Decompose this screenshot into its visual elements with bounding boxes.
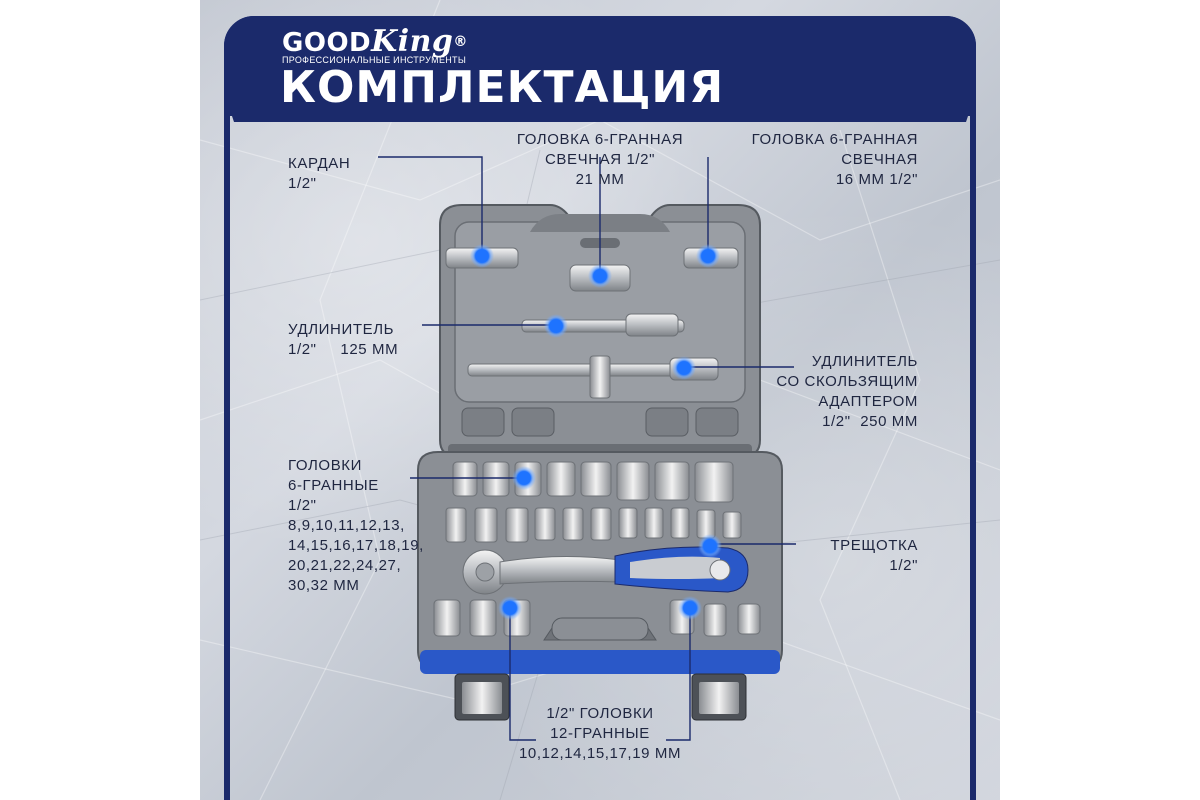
page-title: КОМПЛЕКТАЦИЯ: [280, 62, 725, 113]
marker-ratchet: [698, 534, 722, 558]
marker-sockets12-b: [678, 596, 702, 620]
callout-ext125-line-1: УДЛИНИТЕЛЬ: [288, 321, 395, 338]
header-tab: [230, 110, 970, 122]
callout-kardan-line-1: КАРДАН: [288, 155, 351, 172]
brand-mark: ®: [453, 34, 468, 50]
marker-socket16: [696, 244, 720, 268]
callout-socket21: ГОЛОВКА 6-ГРАННАЯ СВЕЧНАЯ 1/2" 21 ММ: [502, 130, 698, 190]
callout-sockets6-line-5: 14,15,16,17,18,19,: [288, 537, 424, 554]
callout-sockets12-line-2: 12-ГРАННЫЕ: [550, 725, 650, 742]
tool-case-illustration: [378, 156, 796, 741]
ratchet-handle: [462, 546, 749, 595]
brand-logo: GOODKing® ПРОФЕССИОНАЛЬНЫЕ ИНСТРУМЕНТЫ: [282, 27, 468, 66]
marker-ext125: [544, 314, 568, 338]
callout-sockets6-line-2: 6-ГРАННЫЕ: [288, 477, 379, 494]
callout-socket21-line-2: СВЕЧНАЯ 1/2": [544, 151, 656, 168]
callout-socket16-line-1: ГОЛОВКА 6-ГРАННАЯ: [751, 131, 918, 148]
sliding-t-adapter: [589, 355, 611, 399]
callout-ext125-line-2: 1/2" 125 ММ: [288, 341, 399, 358]
callout-sockets12: 1/2" ГОЛОВКИ 12-ГРАННЫЕ 10,12,14,15,17,1…: [500, 704, 700, 764]
brand-name-b: King: [371, 24, 454, 59]
socket-row-6pt-small: [445, 507, 742, 543]
brand-name: GOODKing®: [282, 27, 468, 58]
callout-ext250-line-3: АДАПТЕРОМ: [818, 393, 918, 410]
callout-sockets6-line-6: 20,21,22,24,27,: [288, 557, 402, 574]
callout-ratchet: ТРЕЩОТКА 1/2": [798, 536, 918, 576]
marker-kardan: [470, 244, 494, 268]
brand-tagline: ПРОФЕССИОНАЛЬНЫЕ ИНСТРУМЕНТЫ: [282, 55, 467, 65]
callout-sockets6-line-4: 8,9,10,11,12,13,: [288, 517, 405, 534]
callout-sockets6-line-3: 1/2": [288, 497, 317, 514]
callout-ratchet-line-2: 1/2": [889, 557, 918, 574]
marker-sockets12-a: [498, 596, 522, 620]
callout-ext125: УДЛИНИТЕЛЬ 1/2" 125 ММ: [288, 320, 398, 360]
marker-socket21: [588, 264, 612, 288]
callout-sockets6: ГОЛОВКИ 6-ГРАННЫЕ 1/2" 8,9,10,11,12,13, …: [288, 456, 424, 596]
callout-kardan-line-2: 1/2": [288, 175, 317, 192]
case-tray: [417, 451, 783, 721]
callout-kardan: КАРДАН 1/2": [288, 154, 350, 194]
callout-socket16-line-3: 16 ММ 1/2": [835, 171, 918, 188]
case-lid: [439, 204, 761, 457]
callout-sockets6-line-1: ГОЛОВКИ: [288, 457, 363, 474]
callout-ext250: УДЛИНИТЕЛЬ СО СКОЛЬЗЯЩИМ АДАПТЕРОМ 1/2" …: [756, 352, 918, 432]
callout-ext250-line-1: УДЛИНИТЕЛЬ: [811, 353, 918, 370]
callout-socket21-line-1: ГОЛОВКА 6-ГРАННАЯ: [516, 131, 684, 148]
marker-sockets6: [512, 466, 536, 490]
callout-sockets12-line-1: 1/2" ГОЛОВКИ: [546, 705, 654, 722]
callout-socket16-line-2: СВЕЧНАЯ: [841, 151, 918, 168]
socket-row-6pt-large: [452, 461, 734, 503]
leader-lines: [378, 156, 796, 741]
callout-socket16: ГОЛОВКА 6-ГРАННАЯ СВЕЧНАЯ 16 ММ 1/2": [706, 130, 918, 190]
product-infographic: GOODKing® ПРОФЕССИОНАЛЬНЫЕ ИНСТРУМЕНТЫ К…: [200, 0, 1000, 800]
callout-ext250-line-4: 1/2" 250 ММ: [822, 413, 918, 430]
callout-sockets12-line-3: 10,12,14,15,17,19 ММ: [518, 745, 682, 762]
brand-name-a: GOOD: [282, 28, 372, 58]
callout-ext250-line-2: СО СКОЛЬЗЯЩИМ: [776, 373, 918, 390]
callout-ratchet-line-1: ТРЕЩОТКА: [830, 537, 918, 554]
callout-socket21-line-3: 21 ММ: [575, 171, 625, 188]
marker-ext250: [672, 356, 696, 380]
header-band: [224, 16, 976, 116]
callout-sockets6-line-7: 30,32 ММ: [288, 577, 360, 594]
callout-markers: [470, 244, 722, 620]
